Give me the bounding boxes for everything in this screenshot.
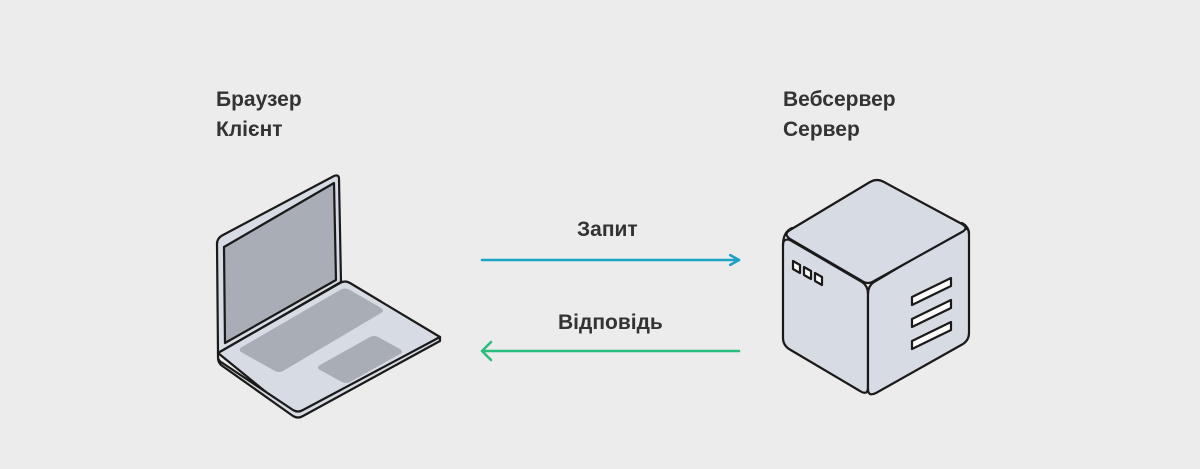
server-icon	[781, 178, 971, 396]
client-name-label: Браузер	[216, 88, 302, 111]
response-arrow	[480, 340, 741, 362]
server-name-label: Вебсервер	[783, 88, 896, 111]
laptop-icon	[215, 174, 442, 419]
client-role-label: Клієнт	[216, 118, 283, 141]
request-label: Запит	[577, 218, 638, 241]
response-label: Відповідь	[558, 311, 663, 334]
server-role-label: Сервер	[783, 118, 860, 141]
